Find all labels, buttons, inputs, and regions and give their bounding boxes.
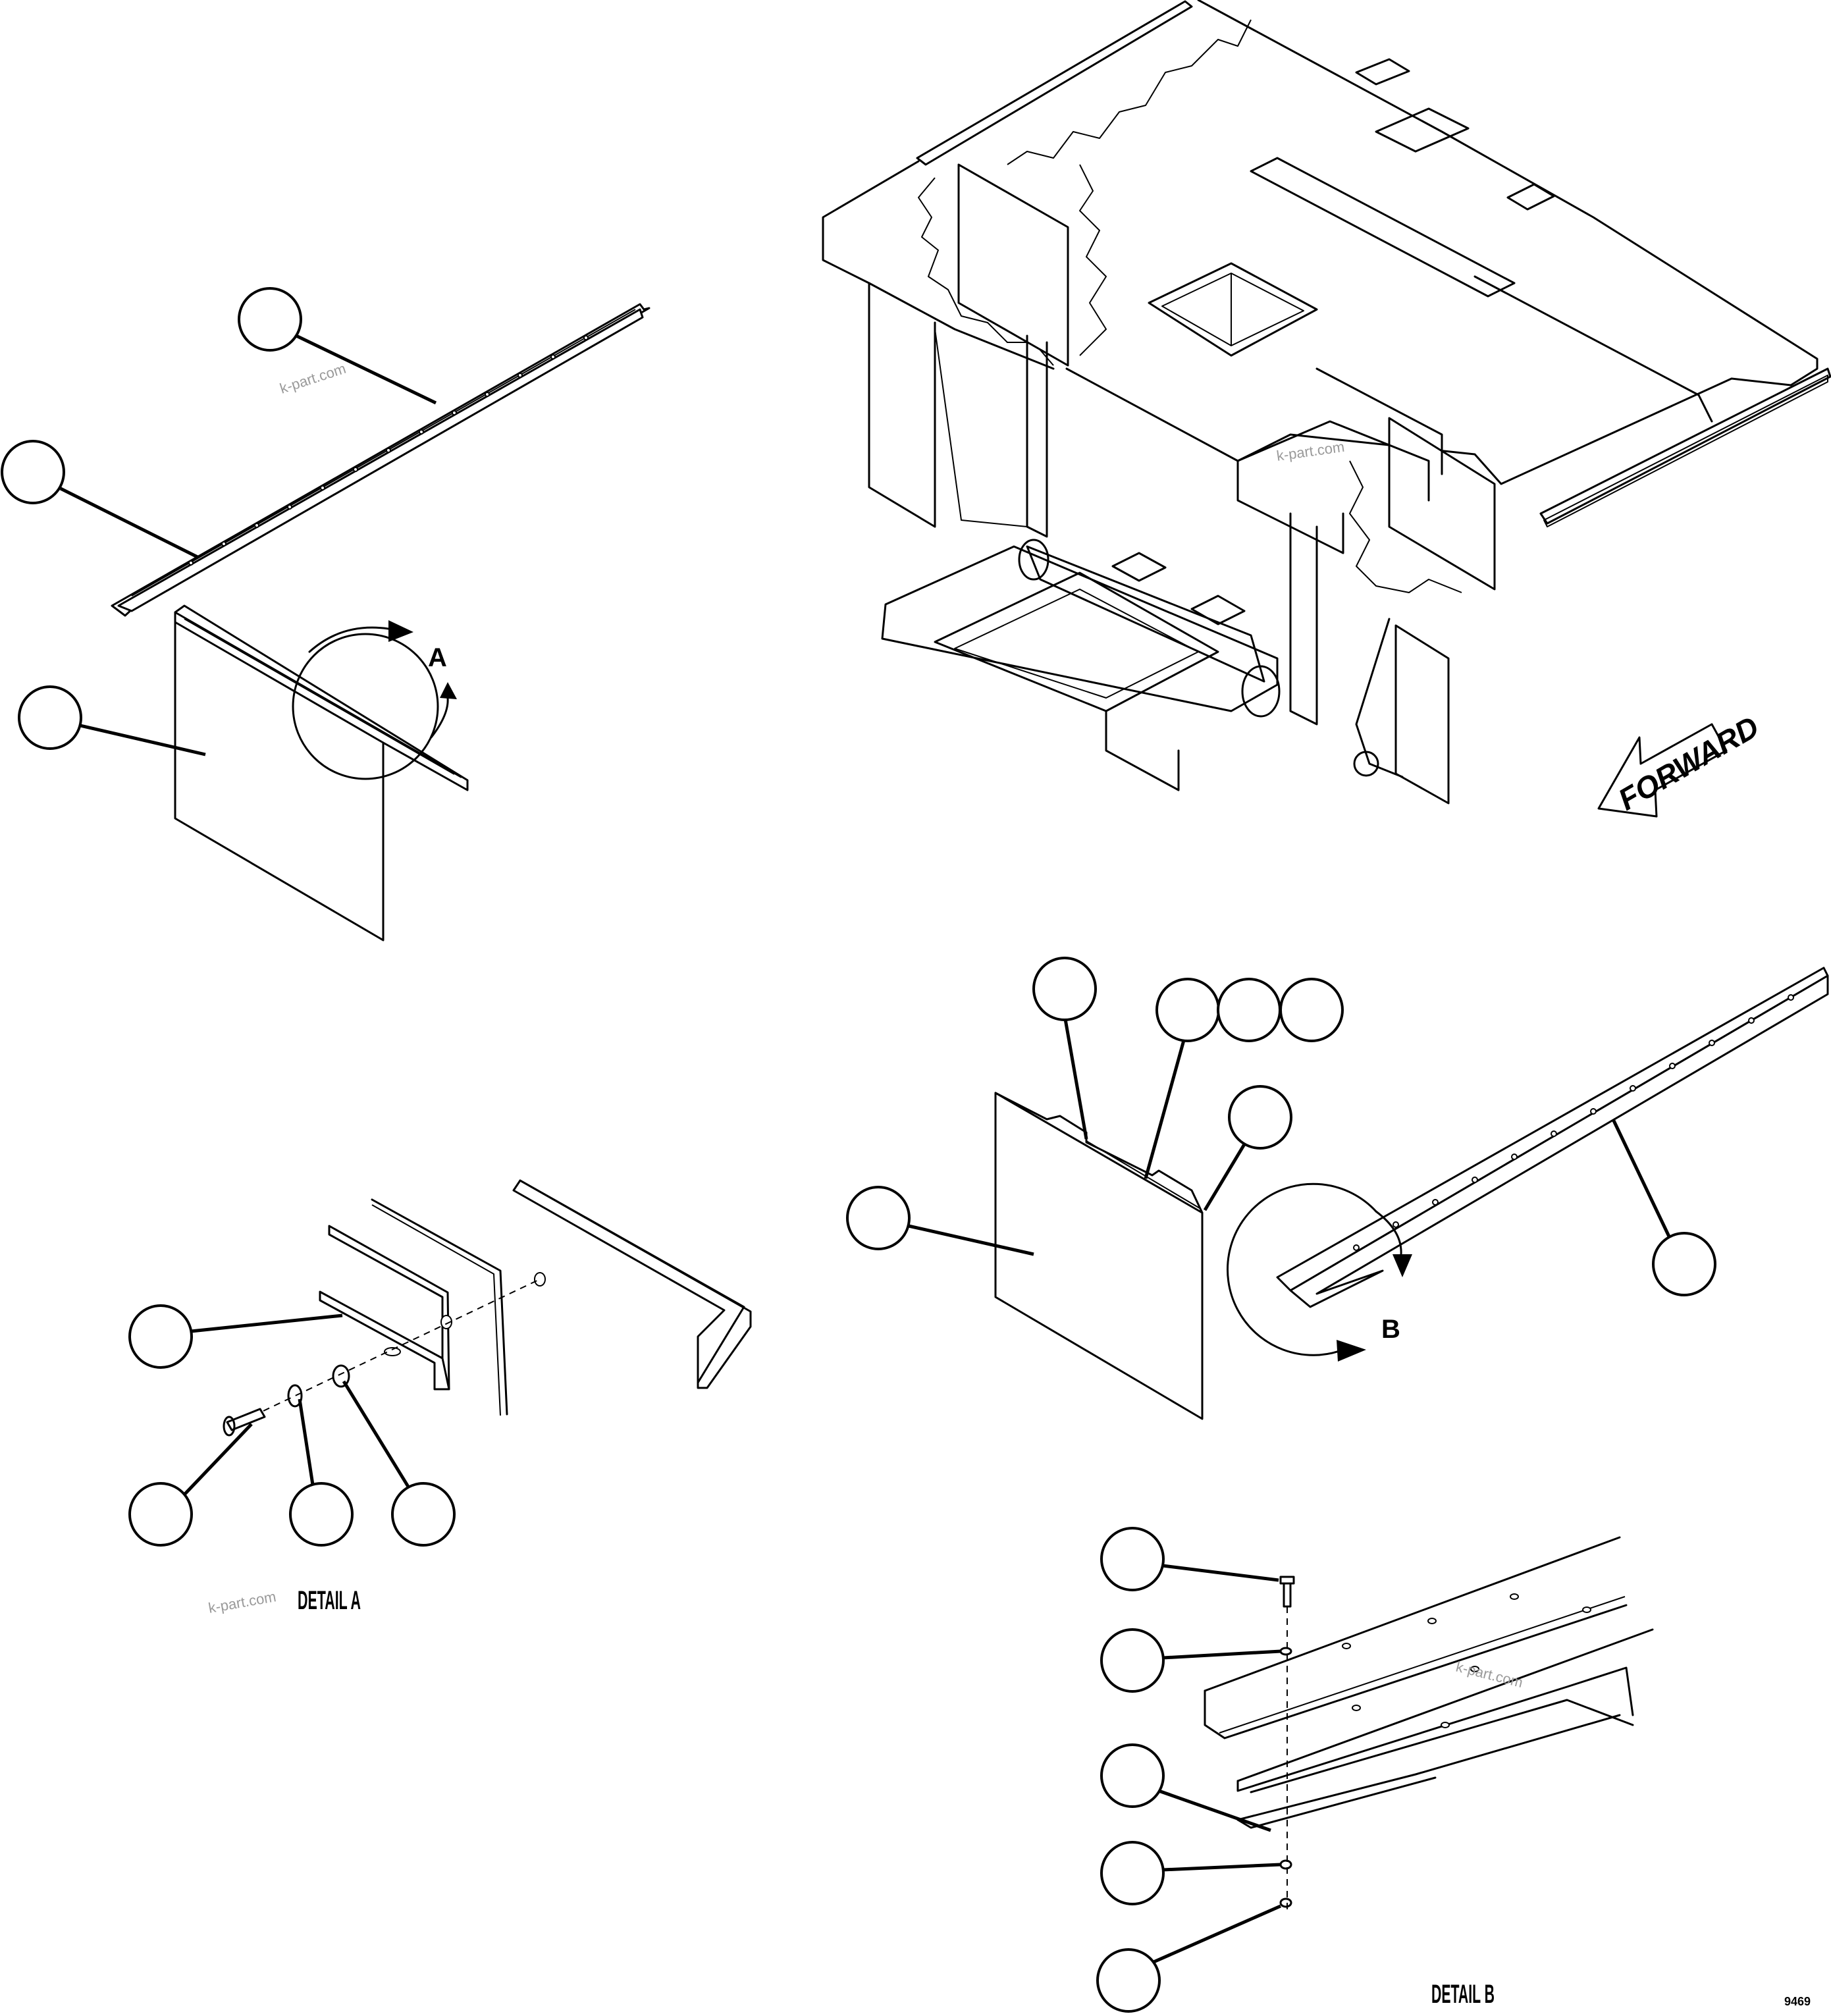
middle-right-assembly: B xyxy=(846,957,1829,1420)
detail-a: DETAIL A k-part.com xyxy=(128,1179,752,1616)
forward-arrow-icon: FORWARD xyxy=(1597,709,1765,818)
balloon-callouts-middle-right xyxy=(846,957,1716,1296)
detail-b: DETAIL B k-part.com 9469 xyxy=(1096,1527,1811,2013)
detail-a-callout: A xyxy=(292,620,457,780)
watermark: k-part.com xyxy=(1454,1658,1525,1691)
balloon-callouts-detail-a xyxy=(128,1304,456,1547)
angle-strip xyxy=(111,303,650,617)
flap-panel xyxy=(174,604,469,942)
detail-b-title: DETAIL B xyxy=(1431,1980,1495,2009)
rail-holes xyxy=(1353,994,1794,1251)
strip-holes xyxy=(188,335,589,566)
detail-b-holes xyxy=(1342,1593,1591,1728)
machine-frame-assembly: k-part.com xyxy=(822,0,1831,805)
watermark: k-part.com xyxy=(207,1588,278,1616)
balloon-callouts-detail-b xyxy=(1096,1527,1282,2013)
upper-left-assembly: A k-part.com xyxy=(1,287,650,942)
figure-number: 9469 xyxy=(1784,1995,1811,2008)
detail-b-callout: B xyxy=(1227,1182,1412,1362)
detail-a-title: DETAIL A xyxy=(298,1586,361,1615)
detail-b-arrow-label: B xyxy=(1381,1315,1400,1344)
detail-a-arrow-label: A xyxy=(428,643,447,672)
balloon-callouts-top-left xyxy=(1,287,437,756)
watermark: k-part.com xyxy=(278,360,348,397)
curved-arrow-icon xyxy=(308,626,390,653)
watermark: k-part.com xyxy=(1275,438,1345,464)
